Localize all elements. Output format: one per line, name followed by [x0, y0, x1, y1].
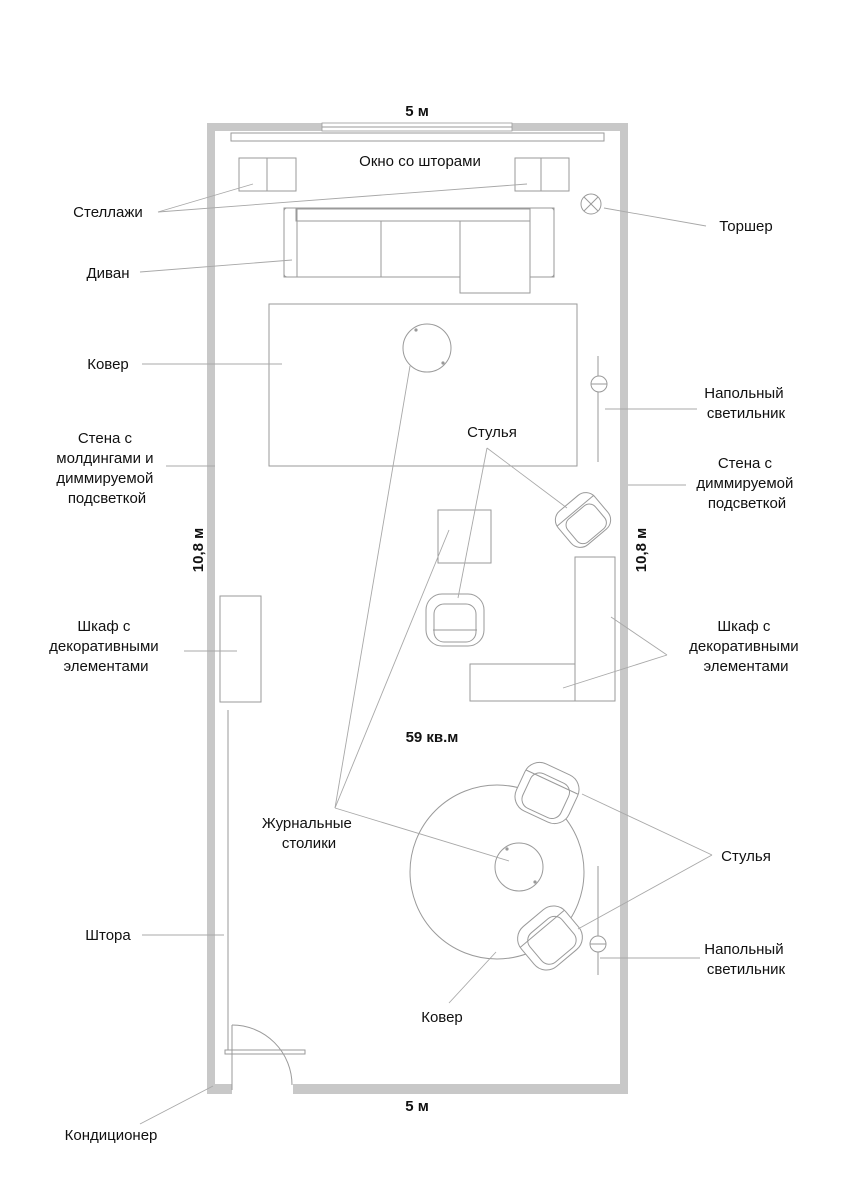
chairs-top-label: Стулья — [467, 424, 517, 441]
dim-top-label: 5 м — [405, 103, 429, 120]
curtain-label: Штора — [85, 927, 131, 944]
dim-right-label: 10,8 м — [633, 528, 650, 572]
carpet-top-label: Ковер — [87, 356, 129, 373]
leader-lines — [139, 183, 713, 1125]
air-conditioner-label: Кондиционер — [65, 1127, 158, 1144]
shelves-label: Стеллажи — [73, 204, 143, 221]
armchair-middle — [425, 593, 485, 647]
coffee-table-top — [402, 323, 452, 373]
floor-lighting-bottom — [589, 866, 607, 975]
door-swing — [231, 1024, 293, 1086]
wall-left-label: Стена с молдингами и диммируемой подсвет… — [56, 430, 157, 507]
chairs-bottom-label: Стулья — [721, 848, 771, 865]
cabinet-left-label: Шкаф с декоративными элементами — [49, 618, 163, 675]
floor-lighting-top — [590, 356, 608, 462]
wall-bottom-left — [207, 1084, 232, 1094]
lighting-bottom-label: Напольный светильник — [704, 941, 788, 978]
curtain-line — [224, 710, 306, 1055]
wall-right — [620, 123, 628, 1094]
wall-right-label: Стена с диммируемой подсветкой — [696, 455, 797, 512]
wall-left — [207, 123, 215, 1094]
sofa-label: Диван — [87, 265, 130, 282]
cabinet-right — [469, 556, 616, 702]
lighting-top-label: Напольный светильник — [704, 385, 788, 422]
wall-bottom-right — [293, 1084, 628, 1094]
dim-left-label: 10,8 м — [190, 528, 207, 572]
area-label: 59 кв.м — [406, 729, 459, 746]
shelves-right — [514, 157, 570, 192]
sofa — [283, 207, 555, 294]
armchair-top-right — [554, 492, 612, 548]
room-walls — [207, 122, 628, 1094]
armchair-bottom-top — [514, 761, 580, 825]
cabinet-right-label: Шкаф с декоративными элементами — [689, 618, 803, 675]
coffee-tables-label: Журнальные столики — [262, 815, 356, 852]
coffee-table-bottom — [494, 842, 544, 892]
dim-bottom-label: 5 м — [405, 1098, 429, 1115]
armchair-bottom-lower — [517, 905, 583, 971]
cabinet-left — [219, 595, 262, 703]
window-curtain-rod — [230, 132, 605, 142]
torcher-label: Торшер — [719, 218, 772, 235]
side-table — [437, 509, 492, 564]
window-label: Окно со шторами — [359, 153, 481, 170]
torcher-icon — [580, 193, 602, 215]
carpet-bottom-label: Ковер — [421, 1009, 463, 1026]
